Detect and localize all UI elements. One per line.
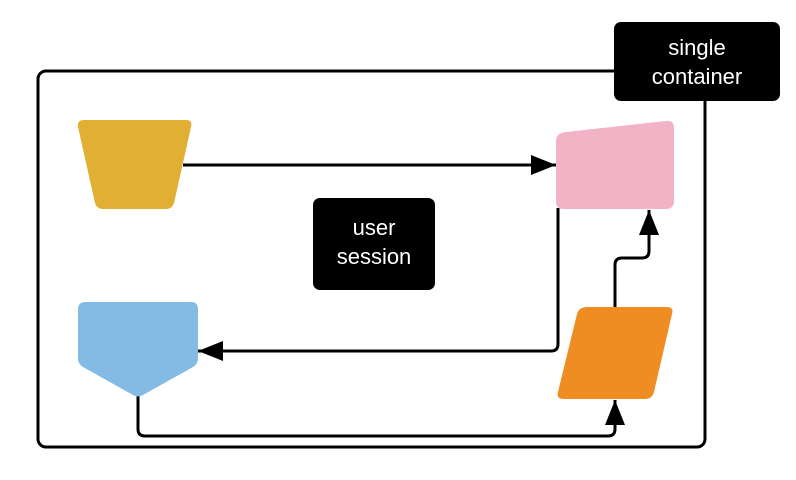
user-session-line2: session — [337, 244, 412, 269]
yellow-trapezoid[interactable] — [77, 120, 192, 209]
edge-blue-to-orange[interactable] — [136, 396, 625, 438]
edge-orange-to-pink[interactable] — [613, 210, 659, 307]
single-container-line1: single — [668, 35, 725, 60]
blue-offpage-connector[interactable] — [78, 302, 198, 397]
single-container-line2: container — [652, 64, 743, 89]
pink-manual-input[interactable] — [556, 120, 674, 209]
container-frame[interactable] — [36, 69, 707, 449]
single-container-label[interactable]: single container — [614, 22, 780, 101]
user-session-label[interactable]: user session — [313, 198, 435, 290]
orange-parallelogram[interactable] — [557, 307, 673, 399]
edge-pink-to-blue[interactable] — [198, 208, 560, 361]
user-session-line1: user — [353, 215, 396, 240]
